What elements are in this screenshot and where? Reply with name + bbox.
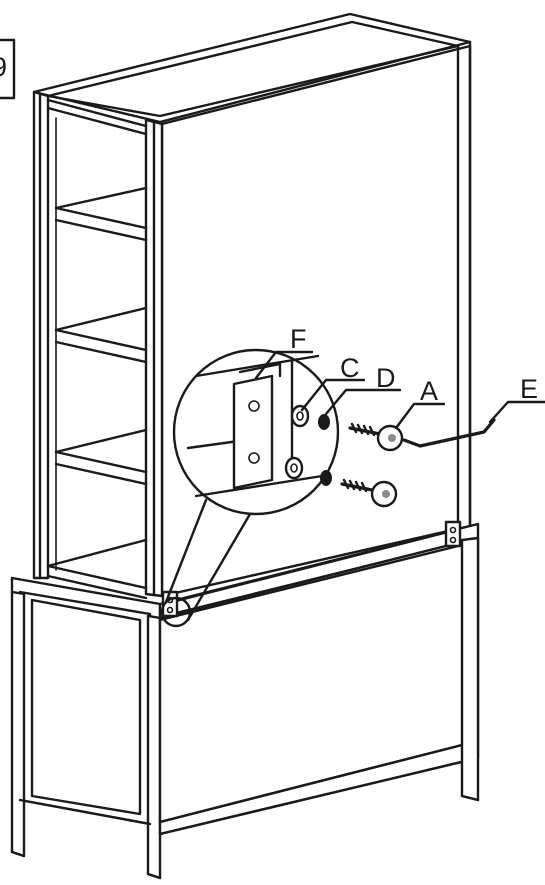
barrel-nut-bottom: [320, 470, 332, 486]
leader-e: [488, 400, 545, 424]
callout-c: C: [340, 353, 360, 383]
leader-a: [394, 402, 446, 430]
lower-cabinet: [10, 522, 480, 880]
detail-callout: [164, 348, 340, 622]
base-right-front-leg: [146, 614, 162, 880]
bolt-bottom: [340, 478, 398, 508]
leader-f: [254, 350, 314, 380]
step-number-box: 9: [0, 38, 16, 100]
callout-d: D: [376, 363, 396, 393]
callout-leaders: [254, 350, 545, 430]
plate-hole-top: [248, 400, 260, 412]
barrel-nut-top: [318, 414, 330, 430]
corner-bracket-right: [444, 520, 462, 548]
bolt-top: [348, 422, 404, 452]
callout-e: E: [520, 374, 538, 404]
callout-f: F: [290, 324, 307, 354]
hutch-back-panel: [160, 44, 472, 598]
leader-d: [324, 388, 402, 416]
washer-bottom: [284, 456, 304, 480]
washer-top: [290, 404, 310, 428]
shelf-3-back: [54, 428, 148, 454]
shelf-2-back: [54, 306, 148, 332]
plate-hole-bottom: [248, 452, 260, 464]
allen-key: [402, 418, 496, 448]
step-number: 9: [0, 52, 7, 82]
callout-a: A: [420, 376, 438, 406]
base-front-panel: [18, 590, 152, 826]
bracket-plate: [232, 374, 274, 490]
base-left-leg: [10, 590, 26, 858]
detail-leader-right: [186, 512, 252, 622]
detail-origin-circle: [160, 596, 192, 628]
leader-c: [300, 378, 366, 412]
base-back-right-leg: [460, 536, 480, 802]
shelf-1-back: [54, 186, 148, 210]
detail-leader-left: [164, 498, 208, 604]
